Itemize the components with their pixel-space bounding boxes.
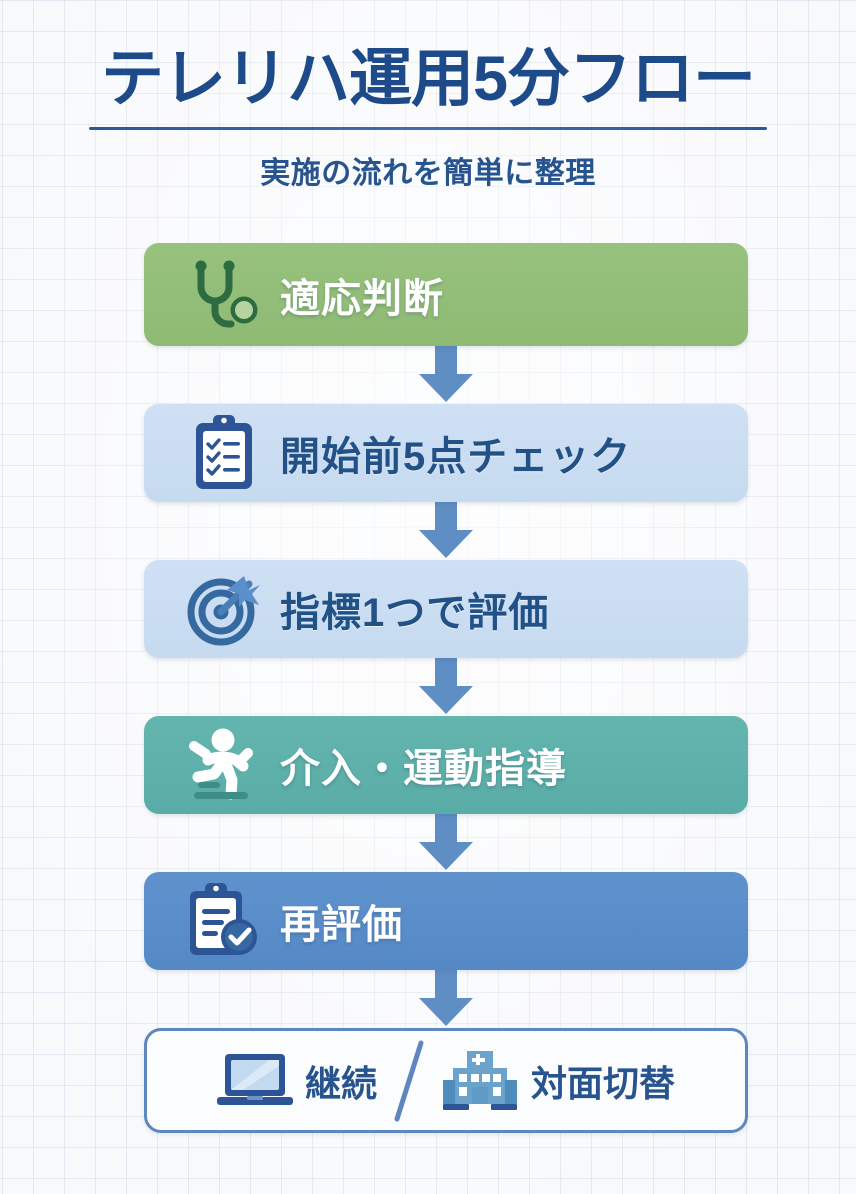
target-dart-icon (178, 570, 270, 648)
outcome-option-inperson-label: 対面切替 (531, 1062, 676, 1104)
running-person-icon (178, 726, 270, 804)
outcome-box: 継続 (144, 1028, 748, 1133)
page-title: テレリハ運用5分フロー (100, 44, 756, 114)
flow-step-4-label: 介入・運動指導 (280, 747, 567, 791)
clipboard-check-icon (178, 882, 270, 960)
outcome-option-continue-label: 継続 (304, 1062, 377, 1104)
flow-arrow-1 (144, 346, 748, 404)
flow-step-5[interactable]: 再評価 (144, 872, 748, 970)
flow-diagram: 適応判断 (144, 243, 748, 1133)
flow-arrow-4 (144, 814, 748, 872)
outcome-option-inperson[interactable]: 対面切替 (441, 1050, 675, 1112)
clipboard-checklist-icon (178, 414, 270, 492)
outcome-separator-slash (377, 1039, 441, 1123)
flow-arrow-3 (144, 658, 748, 716)
page-subtitle: 実施の流れを簡単に整理 (260, 156, 596, 190)
flow-step-4[interactable]: 介入・運動指導 (144, 716, 748, 814)
stethoscope-icon (178, 256, 270, 334)
flow-step-3-label: 指標1つで評価 (280, 591, 550, 635)
flow-step-2[interactable]: 開始前5点チェック (144, 404, 748, 502)
flow-step-1[interactable]: 適応判断 (144, 243, 748, 346)
flow-step-2-label: 開始前5点チェック (280, 435, 632, 479)
flow-step-5-label: 再評価 (280, 903, 403, 947)
flow-step-1-label: 適応判断 (280, 276, 444, 321)
title-underline-rule (89, 126, 767, 130)
flow-step-3[interactable]: 指標1つで評価 (144, 560, 748, 658)
hospital-building-icon (441, 1050, 519, 1112)
laptop-icon (216, 1052, 293, 1110)
outcome-option-continue[interactable]: 継続 (216, 1052, 377, 1110)
flow-arrow-2 (144, 502, 748, 560)
flow-arrow-5 (144, 970, 748, 1028)
header: テレリハ運用5分フロー 実施の流れを簡単に整理 (0, 46, 856, 192)
